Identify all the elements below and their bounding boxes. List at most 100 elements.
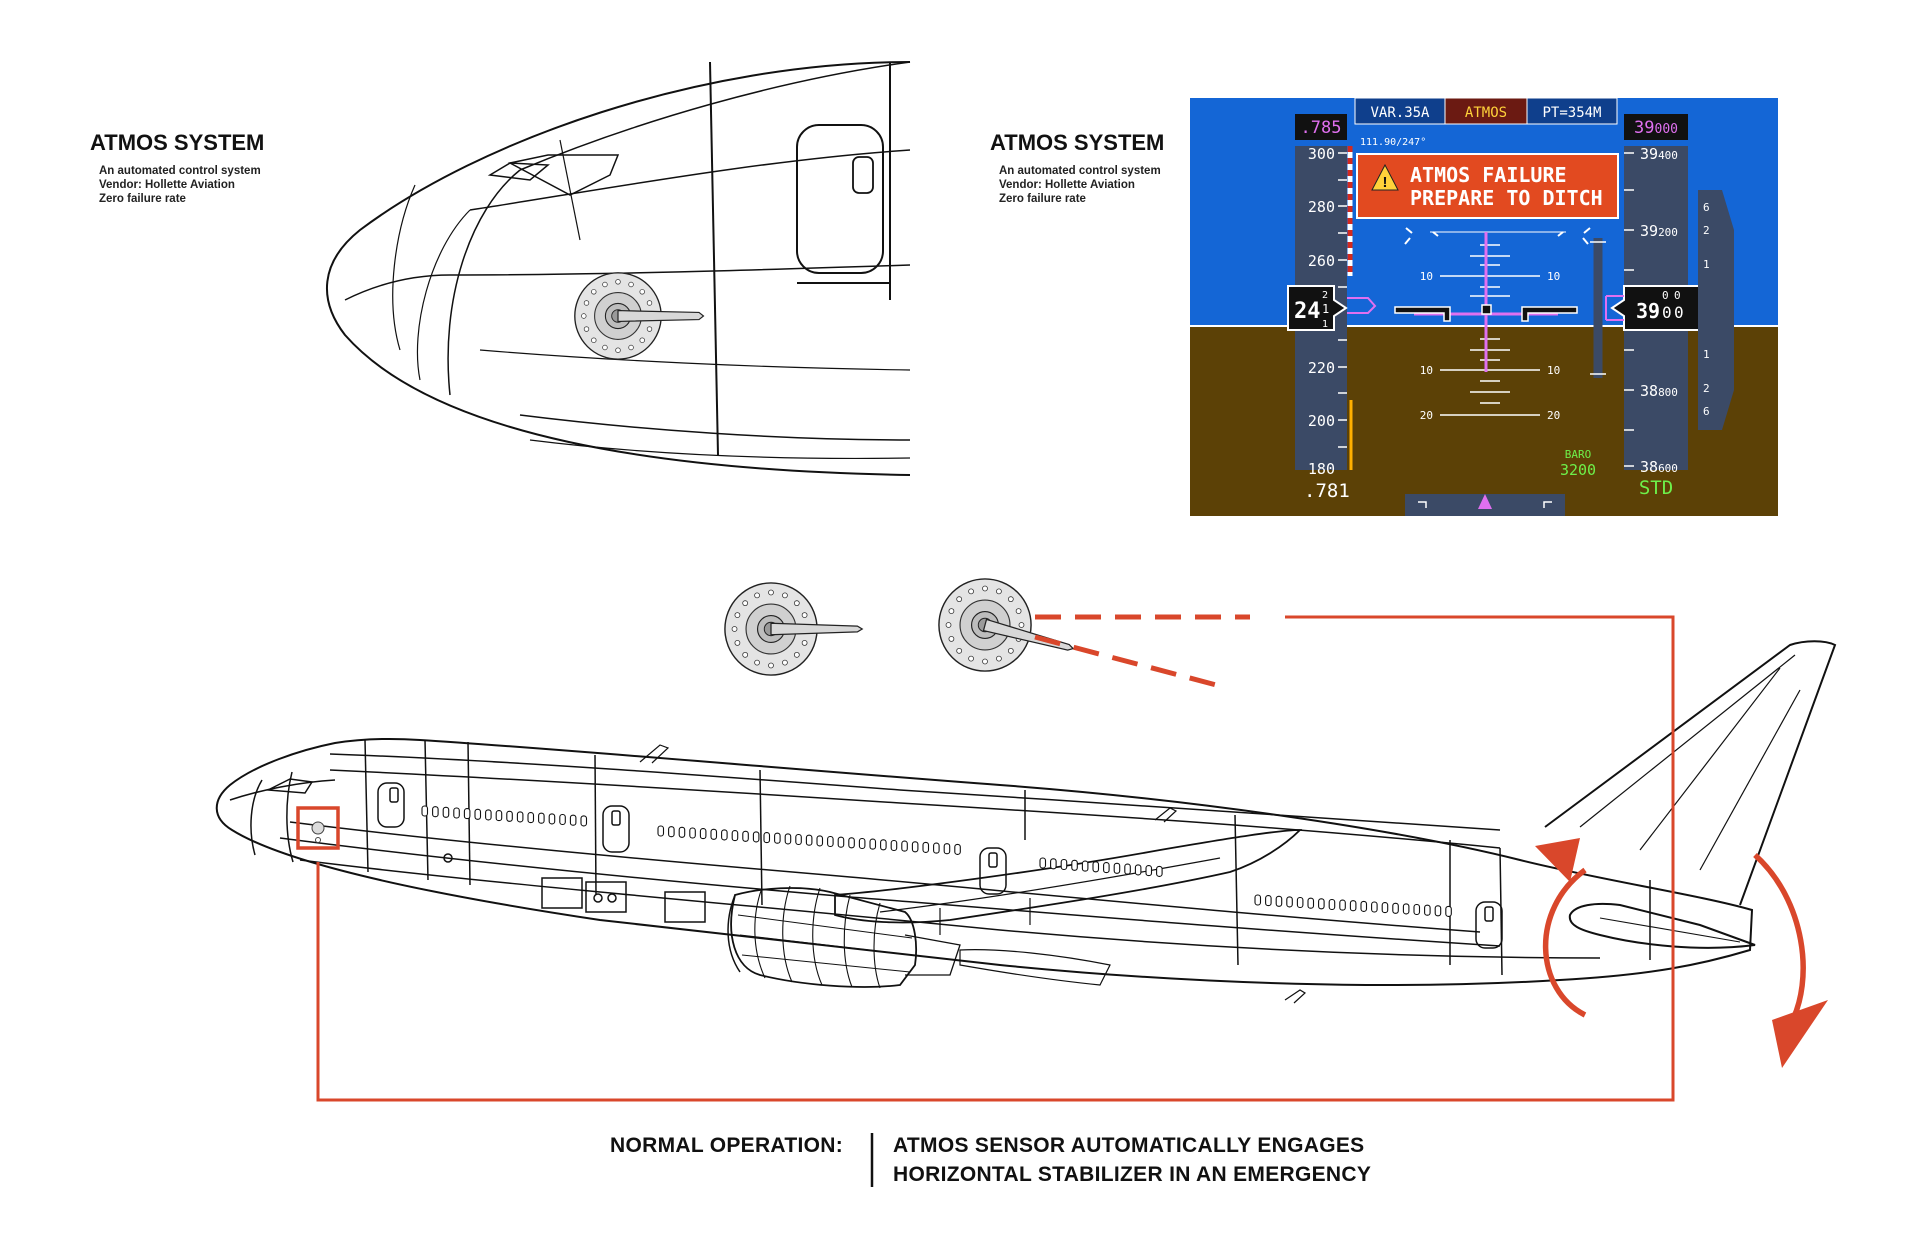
bottom-caption-label: NORMAL OPERATION:	[610, 1134, 843, 1157]
aircraft-window	[506, 810, 513, 822]
svg-text:!: !	[1383, 174, 1388, 191]
aircraft-window	[442, 806, 450, 818]
pfd-alert-line-2: PREPARE TO DITCH	[1410, 186, 1603, 210]
aircraft-window	[516, 811, 524, 823]
aircraft-window	[901, 840, 908, 852]
pfd-pitch-label-down20-left: 20	[1420, 409, 1433, 422]
pfd-alt-digit-3: 0	[1662, 303, 1672, 322]
pfd-tab-var: VAR.35A	[1370, 105, 1430, 121]
right-caption: ATMOS SYSTEM An automated control system…	[990, 130, 1164, 205]
aircraft-window	[453, 807, 460, 819]
nose-sensor	[574, 272, 705, 360]
aircraft-window	[1286, 896, 1293, 908]
aircraft-window	[1307, 897, 1315, 909]
pfd-ground	[1190, 326, 1778, 516]
aircraft-window	[1328, 898, 1336, 911]
aircraft-window	[1371, 901, 1378, 913]
pfd-alert-line-1: ATMOS FAILURE	[1410, 163, 1567, 187]
aircraft-window	[569, 814, 577, 826]
aircraft-window	[784, 833, 792, 845]
aircraft-window	[1254, 894, 1262, 906]
pfd-aircraft-symbol	[1394, 304, 1578, 322]
pfd-speed-digit-lower: 1	[1322, 319, 1328, 330]
pfd-vs-label-2-down: 2	[1703, 382, 1710, 395]
aircraft-window	[1103, 862, 1110, 874]
pfd-baro-value: 3200	[1560, 461, 1596, 479]
aircraft-window	[1413, 903, 1421, 916]
aircraft-window	[763, 832, 771, 844]
aircraft-windows	[421, 805, 1452, 917]
pfd-alt-digit-4: 0	[1674, 303, 1684, 322]
aircraft-window	[689, 827, 696, 839]
sensor-deviation-lines	[1034, 614, 1250, 689]
aircraft-window	[463, 808, 471, 820]
aircraft-window	[1092, 861, 1100, 873]
aircraft-window	[954, 843, 961, 855]
pfd-speed-digit-mid: 1	[1322, 302, 1329, 316]
pfd-altitude-target: 39000	[1634, 118, 1678, 138]
aircraft-window	[933, 842, 940, 854]
pfd-std: STD	[1639, 477, 1673, 499]
aircraft-window	[527, 812, 535, 824]
pfd-alt-digit-1: 0	[1662, 289, 1669, 302]
aircraft-window	[731, 830, 739, 842]
pfd-alt-tick-39200: 39200	[1640, 222, 1678, 240]
aircraft-window	[421, 805, 429, 817]
pfd-pitch-label-up-left: 10	[1420, 270, 1433, 283]
right-caption-line-2: Vendor: Hollette Aviation	[999, 179, 1135, 191]
pfd-speed-tick-220: 220	[1308, 359, 1335, 377]
aircraft-window	[710, 828, 718, 840]
pfd-speed-tick-200: 200	[1308, 412, 1335, 430]
aircraft-window	[922, 841, 930, 853]
aircraft-window	[1039, 857, 1047, 869]
pfd-alt-tick-39400: 39400	[1640, 145, 1678, 163]
aircraft-window	[795, 833, 802, 846]
pfd-tab-atmos: ATMOS	[1465, 105, 1507, 121]
pfd-altitude-current: 39	[1636, 299, 1660, 323]
pfd-speed-readout	[1287, 285, 1348, 331]
aircraft-window	[774, 832, 781, 844]
aircraft-window	[1360, 900, 1368, 912]
bottom-caption-line-2: HORIZONTAL STABILIZER IN AN EMERGENCY	[893, 1163, 1371, 1186]
aircraft-window	[657, 825, 665, 837]
aircraft-window	[485, 809, 492, 821]
pfd-alt-tick-38800: 38800	[1640, 382, 1678, 400]
aircraft-window	[1275, 895, 1283, 907]
aircraft-window	[805, 834, 813, 846]
aircraft-window	[1318, 898, 1325, 910]
aircraft-window	[1050, 858, 1057, 870]
pfd-speed-tick-280: 280	[1308, 198, 1335, 216]
rotation-arrowhead-right	[1772, 1000, 1828, 1068]
aircraft-window	[752, 831, 760, 843]
left-caption-line-3: Zero failure rate	[99, 193, 186, 205]
pfd-pitch-label-down20-right: 20	[1547, 409, 1560, 422]
right-caption-line-1: An automated control system	[999, 165, 1161, 177]
aircraft-window	[1434, 905, 1442, 917]
aircraft-window	[1060, 858, 1068, 871]
bottom-caption-line-1: ATMOS SENSOR AUTOMATICALLY ENGAGES	[893, 1134, 1364, 1157]
aircraft-window	[827, 835, 834, 848]
aircraft-window	[1296, 896, 1304, 909]
aircraft-window	[1349, 900, 1357, 912]
aircraft-window	[1265, 895, 1272, 907]
nose-closeup-drawing	[326, 61, 911, 476]
pfd-speed-tick-300: 300	[1308, 145, 1335, 163]
rotation-arrowhead-left	[1535, 838, 1580, 882]
aircraft-window	[678, 826, 686, 838]
aircraft-window	[911, 841, 919, 853]
pfd-vs-label-6-down: 6	[1703, 405, 1710, 418]
aircraft-window	[1156, 865, 1163, 877]
aircraft-window	[538, 812, 545, 824]
aircraft-window	[548, 813, 556, 825]
aircraft-window	[1381, 902, 1389, 914]
right-caption-line-3: Zero failure rate	[999, 193, 1086, 205]
pfd-vs-label-2-up: 2	[1703, 224, 1710, 237]
aircraft-window	[1445, 905, 1452, 917]
aircraft-window	[1081, 860, 1089, 872]
right-caption-title: ATMOS SYSTEM	[990, 130, 1164, 155]
pfd-speed-tick-180: 180	[1308, 460, 1335, 478]
pfd-speed-current: 24	[1294, 299, 1321, 324]
aircraft-window	[742, 830, 749, 842]
pfd-pitch-label-down-left: 10	[1420, 364, 1433, 377]
